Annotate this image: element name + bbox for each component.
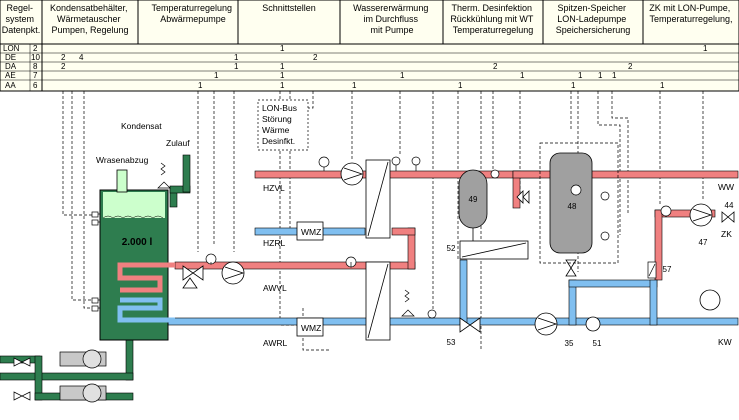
label-52: 52 bbox=[447, 244, 456, 253]
mark-aa-2: 1 bbox=[352, 81, 357, 90]
label-57: 57 bbox=[663, 265, 672, 274]
mark-ae-5: 1 bbox=[598, 71, 603, 80]
label-44: 44 bbox=[725, 201, 734, 210]
header-col-kondensat: Kondensatbehälter, Wärmetauscher Pumpen,… bbox=[50, 3, 130, 35]
row-name-de: DE bbox=[5, 53, 16, 62]
row-count-lon: 2 bbox=[33, 44, 38, 53]
wmz-upper-label: WMZ bbox=[301, 227, 321, 237]
mark-aa-3: 1 bbox=[458, 81, 463, 90]
lon-bus-box: LON-Bus Störung Wärme Desinfkt. bbox=[257, 99, 309, 151]
row-count-ae: 7 bbox=[33, 71, 38, 80]
condensate-pumps bbox=[13, 349, 107, 403]
header-col-spitzenspeicher: Spitzen-Speicher LON-Ladepumpe Speichers… bbox=[556, 3, 631, 35]
heat-meter-upper: WMZ bbox=[296, 221, 324, 241]
label-awvl: AWVL bbox=[263, 283, 287, 293]
mark-ae-2: 1 bbox=[400, 71, 405, 80]
mark-aa-1: 1 bbox=[280, 81, 285, 90]
header-col-temperaturregelung: Temperaturregelung Abwärmepumpe bbox=[151, 3, 234, 24]
mark-ae-6: 1 bbox=[612, 71, 617, 80]
label-53: 53 bbox=[447, 338, 456, 347]
label-hzrl: HZRL bbox=[263, 238, 285, 248]
mark-ae-3: 1 bbox=[520, 71, 525, 80]
row-name-da: DA bbox=[5, 62, 17, 71]
mark-de-0: 2 bbox=[61, 53, 66, 62]
lon-line-1: Störung bbox=[262, 114, 292, 124]
mark-da-4: 2 bbox=[628, 62, 633, 71]
label-49: 49 bbox=[469, 195, 478, 204]
mark-aa-5: 1 bbox=[660, 81, 665, 90]
row-name-ae: AE bbox=[5, 71, 16, 80]
safety-valves bbox=[157, 162, 415, 317]
label-zulauf: Zulauf bbox=[166, 138, 190, 148]
lon-line-3: Desinfkt. bbox=[262, 136, 295, 146]
tank-coil bbox=[117, 262, 175, 323]
label-zk: ZK bbox=[721, 229, 732, 239]
header-table: Regel- system Datenpkt. Kondensatbehälte… bbox=[0, 0, 739, 92]
vessel-49: 49 bbox=[458, 169, 488, 241]
row-name-lon: LON bbox=[3, 44, 20, 53]
thermometers bbox=[205, 156, 672, 319]
mark-aa-0: 1 bbox=[198, 81, 203, 90]
mark-de-1: 4 bbox=[79, 53, 84, 62]
mark-ae-1: 1 bbox=[280, 71, 285, 80]
header-col-desinfektion: Therm. Desinfektion Rückkühlung mit WT T… bbox=[450, 3, 535, 35]
tank-volume: 2.000 l bbox=[122, 237, 153, 248]
mark-da-2: 1 bbox=[280, 62, 285, 71]
header-col-schnittstellen: Schnittstellen bbox=[262, 3, 316, 13]
pumps bbox=[221, 162, 721, 336]
label-ww: WW bbox=[718, 182, 734, 192]
mark-ae-0: 1 bbox=[214, 71, 219, 80]
header-col-wassererwaermung: Wassererwärmung im Durchfluss mit Pumpe bbox=[353, 3, 431, 35]
label-hzvl: HZVL bbox=[263, 183, 285, 193]
row-count-de: 10 bbox=[31, 53, 40, 62]
label-wrasenabzug: Wrasenabzug bbox=[96, 155, 149, 165]
condensate-tank: 2.000 l bbox=[99, 169, 169, 341]
mark-aa-4: 1 bbox=[571, 81, 576, 90]
mark-de-2: 2 bbox=[313, 53, 318, 62]
mark-da-3: 2 bbox=[493, 62, 498, 71]
mark-da-0: 2 bbox=[61, 62, 66, 71]
tank-sensors bbox=[91, 211, 100, 312]
row-count-aa: 6 bbox=[33, 81, 38, 90]
header-col-zk: ZK mit LON-Pumpe, Temperaturregelung, bbox=[649, 3, 733, 24]
label-35: 35 bbox=[565, 339, 574, 348]
header-col-regelsystem: Regel- system Datenpkt. bbox=[2, 3, 41, 35]
label-kw: KW bbox=[718, 337, 732, 347]
mark-ae-4: 1 bbox=[578, 71, 583, 80]
mark-lon-1: 1 bbox=[703, 44, 708, 53]
storage-tank-48: 48 bbox=[539, 142, 619, 264]
label-awrl: AWRL bbox=[263, 338, 288, 348]
heat-meter-lower: WMZ bbox=[296, 317, 324, 337]
label-kondensat: Kondensat bbox=[121, 121, 162, 131]
valves bbox=[182, 190, 735, 333]
lon-line-2: Wärme bbox=[262, 125, 290, 135]
lon-line-0: LON-Bus bbox=[262, 103, 297, 113]
wmz-lower-label: WMZ bbox=[301, 323, 321, 333]
mark-da-1: 1 bbox=[234, 62, 239, 71]
label-47: 47 bbox=[699, 238, 708, 247]
mark-de-3: 1 bbox=[234, 53, 239, 62]
label-48: 48 bbox=[568, 202, 577, 211]
label-51: 51 bbox=[593, 339, 602, 348]
flow-sensor-57 bbox=[647, 261, 657, 279]
row-count-da: 8 bbox=[33, 62, 38, 71]
row-name-aa: AA bbox=[5, 81, 16, 90]
condensate-pipes bbox=[0, 154, 191, 401]
hot-pipes bbox=[119, 170, 739, 293]
heat-exchangers bbox=[365, 159, 529, 341]
mark-lon-0: 1 bbox=[280, 44, 285, 53]
cold-pipes bbox=[119, 227, 739, 326]
